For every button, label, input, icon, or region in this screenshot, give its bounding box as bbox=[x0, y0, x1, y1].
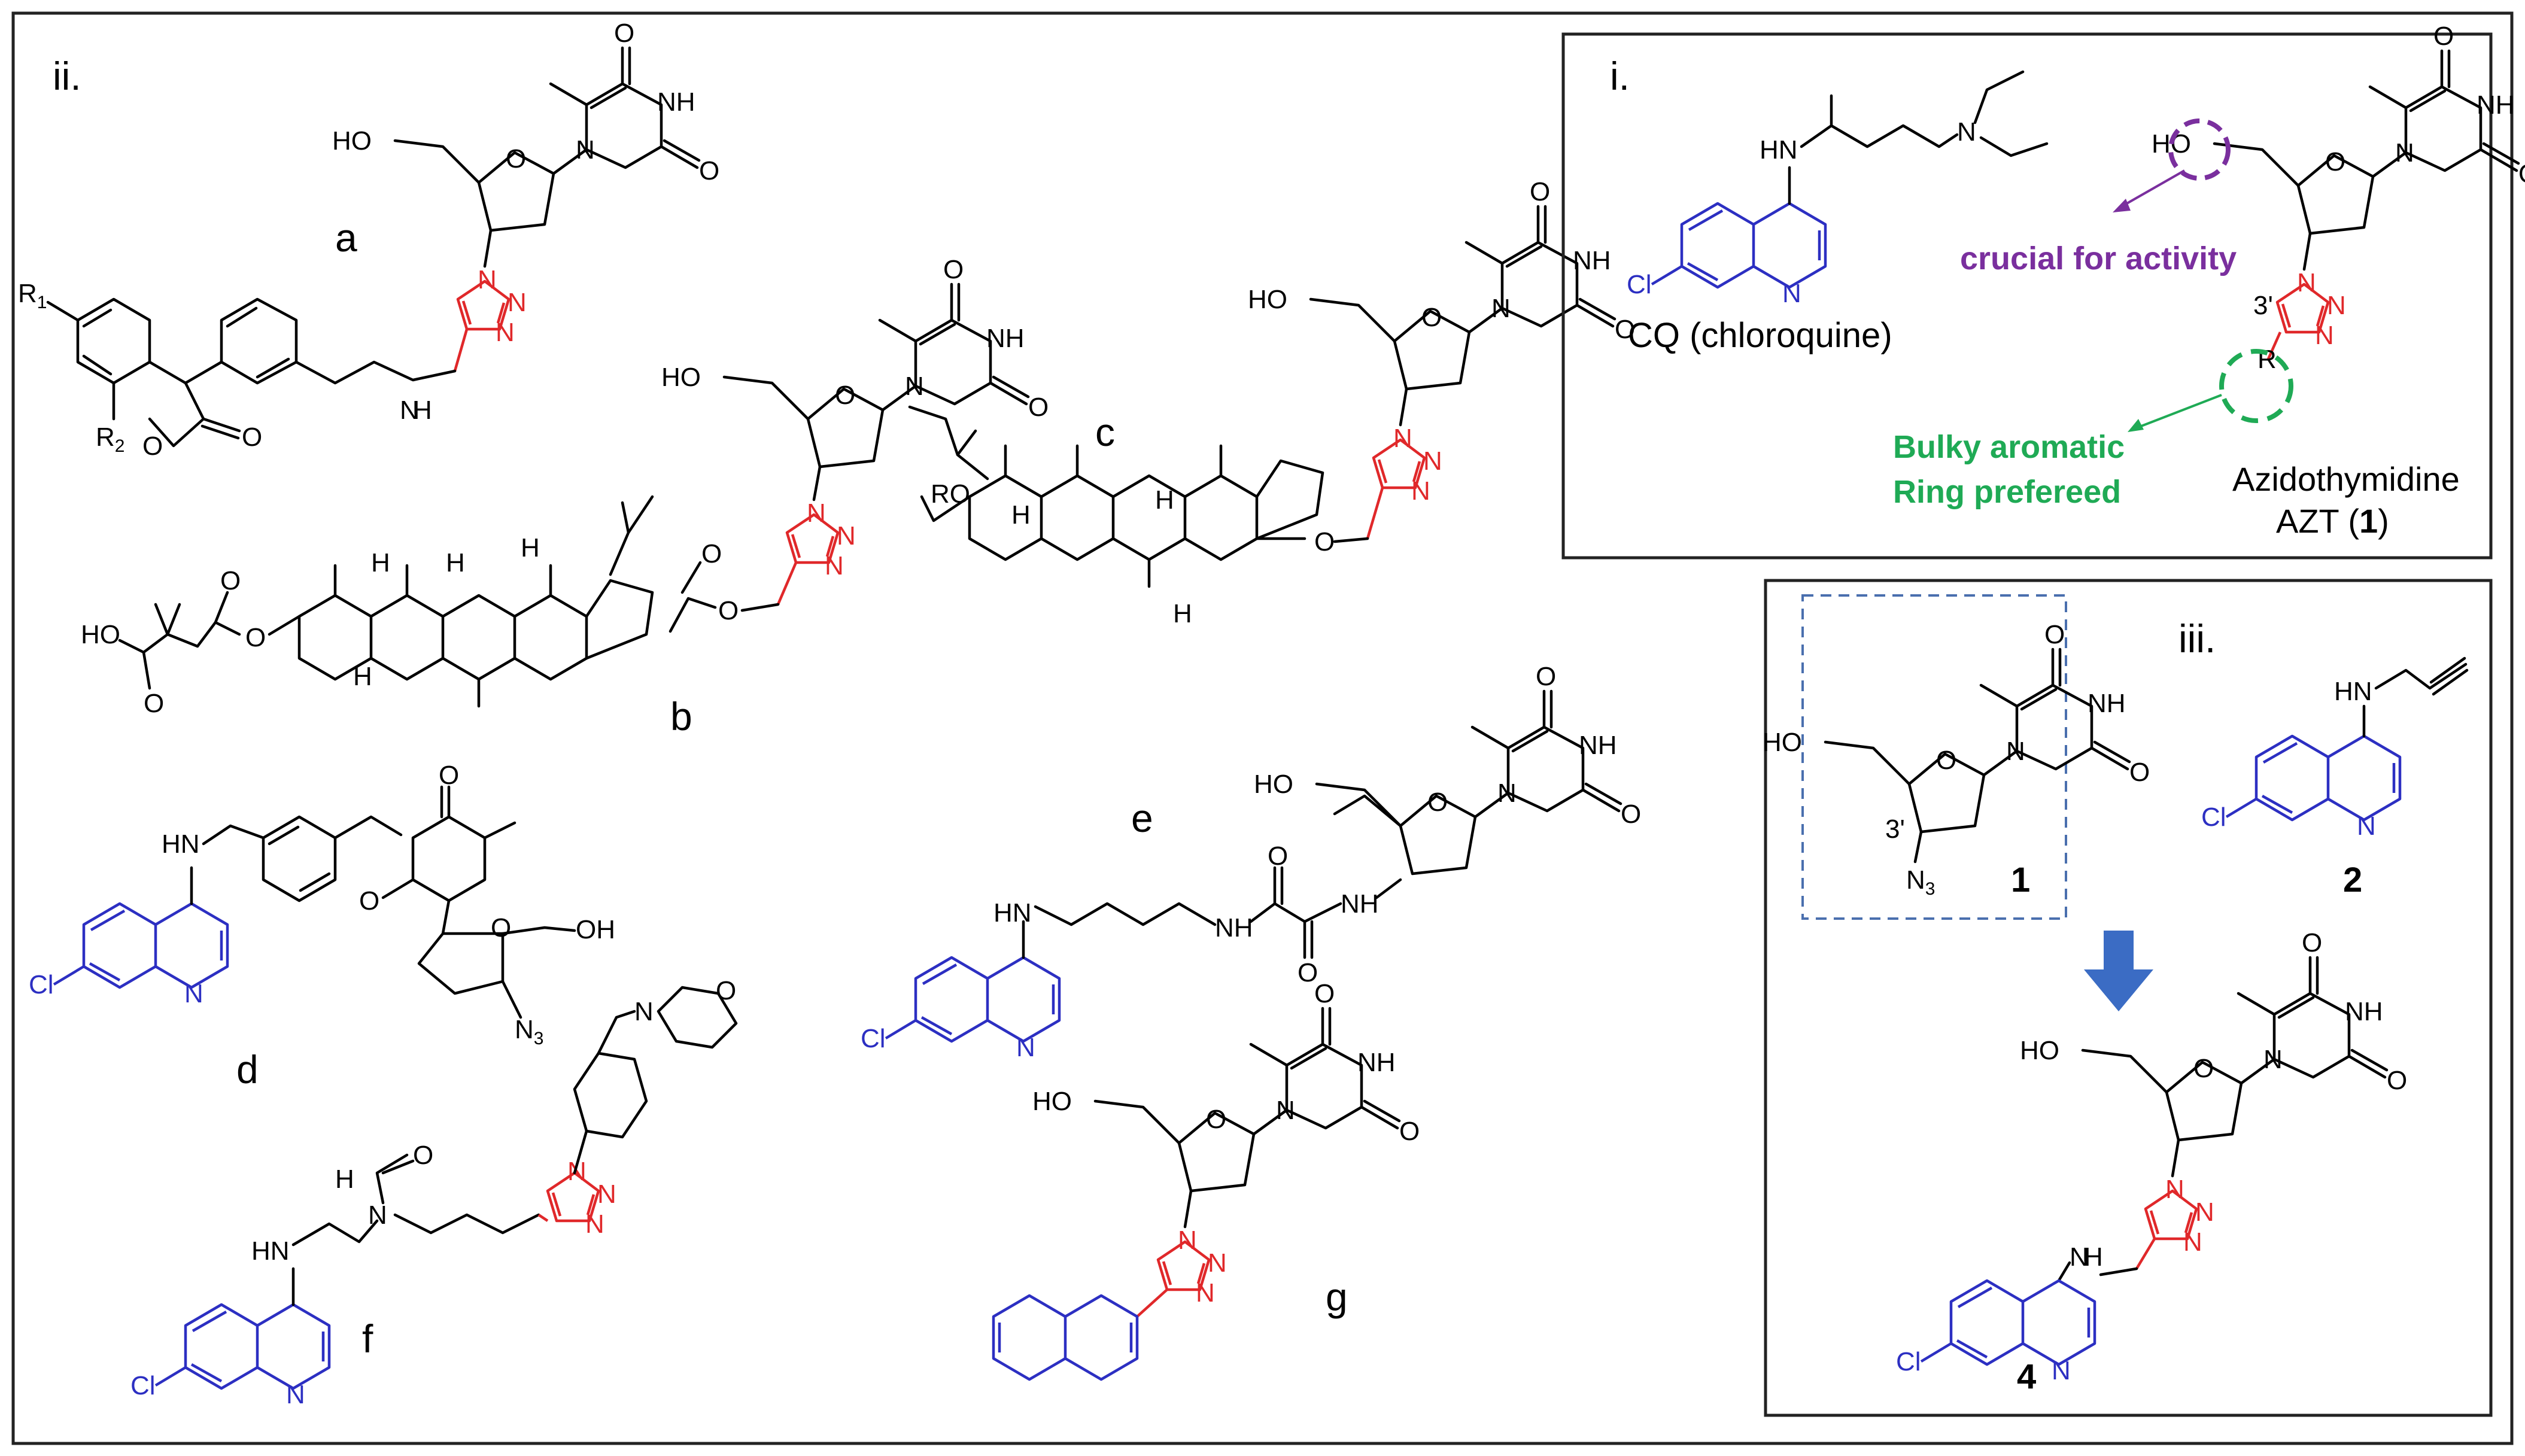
atom-label: O bbox=[491, 913, 511, 943]
compound-f: HN N H O N O bbox=[130, 976, 738, 1409]
atom-label: O bbox=[413, 1141, 433, 1170]
cq-caption: CQ (chloroquine) bbox=[1628, 316, 1892, 355]
highlight-circle-hydroxyl bbox=[2168, 118, 2231, 181]
compound-b: O O O O HO O H H H H bbox=[81, 255, 1049, 718]
atom-label: H bbox=[2084, 1242, 2103, 1272]
propargyl-amine-structure-2: HN bbox=[2201, 656, 2469, 841]
atom-label: H bbox=[521, 533, 540, 563]
azt-structure-1: N3 3' bbox=[1763, 620, 2150, 899]
compound-label-a: a bbox=[335, 215, 357, 260]
compound-g bbox=[992, 979, 1420, 1381]
atom-label: HN bbox=[1760, 135, 1798, 165]
bulky-note-line-1: Bulky aromatic bbox=[1893, 429, 2125, 465]
atom-label: N bbox=[400, 396, 419, 425]
panel-label-iii: iii. bbox=[2178, 616, 2216, 661]
arrow-bulky bbox=[2136, 394, 2222, 429]
arrow-crucial bbox=[2121, 169, 2185, 208]
atom-label: H bbox=[1155, 485, 1174, 515]
atom-label: RO bbox=[931, 479, 970, 509]
atom-label: O bbox=[701, 539, 722, 569]
azt-caption-line-1: Azidothymidine bbox=[2232, 460, 2460, 498]
atom-label: HN bbox=[251, 1236, 290, 1266]
atom-label: O bbox=[718, 596, 739, 625]
panel-label-ii: ii. bbox=[53, 54, 81, 98]
atom-label: H bbox=[335, 1165, 354, 1194]
atom-label: 3' bbox=[1885, 814, 1905, 844]
atom-label: HO bbox=[81, 620, 120, 649]
compound-label-b: b bbox=[670, 694, 692, 738]
atom-label: N bbox=[634, 997, 654, 1026]
atom-label: NH bbox=[1215, 913, 1253, 943]
atom-label: O bbox=[716, 976, 736, 1005]
compound-label-d: d bbox=[236, 1047, 259, 1092]
panel-i-frame bbox=[1561, 32, 2493, 560]
atom-label: H bbox=[353, 662, 372, 691]
compound-label-f: f bbox=[362, 1317, 373, 1361]
atom-label: H bbox=[371, 548, 390, 577]
compound-label-c: c bbox=[1095, 410, 1115, 454]
atom-label: N3 bbox=[1906, 865, 1935, 899]
atom-label: HN bbox=[162, 829, 200, 859]
atom-label: O bbox=[242, 422, 262, 452]
atom-label: O bbox=[359, 886, 379, 916]
atom-label: R bbox=[2257, 345, 2277, 374]
atom-label: R1 bbox=[18, 279, 47, 312]
azt-structure: R 3' bbox=[2152, 22, 2525, 374]
atom-label: N3 bbox=[515, 1015, 543, 1048]
atom-label: NH bbox=[1341, 889, 1379, 919]
arrowhead-bulky bbox=[2128, 419, 2144, 432]
atom-label: H bbox=[1011, 500, 1031, 530]
dashed-box-azt bbox=[1801, 594, 2067, 920]
compound-4-structure: N H bbox=[1896, 928, 2407, 1385]
atom-label: O bbox=[220, 566, 241, 595]
compound-number-2: 2 bbox=[2343, 861, 2362, 899]
atom-label: O bbox=[1314, 527, 1335, 557]
atom-label: OH bbox=[576, 915, 615, 944]
highlight-circle-r-group bbox=[2219, 349, 2293, 423]
atom-label: O bbox=[142, 431, 163, 461]
panel-label-i: i. bbox=[1610, 54, 1630, 98]
bulky-note-line-2: Ring prefereed bbox=[1893, 474, 2121, 510]
azt-caption-line-2: AZT (1) bbox=[2276, 502, 2389, 540]
compound-number-4: 4 bbox=[2017, 1357, 2036, 1396]
compound-d: HN O O O OH N3 bbox=[29, 761, 615, 1048]
compound-number-1: 1 bbox=[2011, 861, 2030, 899]
crucial-note: crucial for activity bbox=[1960, 241, 2237, 276]
chloroquine-structure: HN N bbox=[1627, 70, 2049, 308]
panel-iii-frame bbox=[1764, 579, 2493, 1417]
atom-label: HN bbox=[2334, 677, 2372, 706]
atom-label: O bbox=[245, 623, 266, 652]
reaction-arrow bbox=[2084, 931, 2153, 1011]
atom-label: H bbox=[413, 396, 432, 425]
atom-label: H bbox=[446, 548, 465, 577]
arrowhead-crucial bbox=[2113, 199, 2131, 212]
atom-label: N bbox=[2070, 1242, 2089, 1272]
atom-label: O bbox=[1268, 841, 1288, 871]
compound-a: N H O O R1 R2 bbox=[18, 19, 719, 461]
compound-c: O RO H H H bbox=[908, 177, 1635, 628]
atom-label: HN bbox=[993, 898, 1032, 928]
compound-label-g: g bbox=[1326, 1275, 1348, 1319]
atom-label: O bbox=[144, 689, 164, 718]
compound-e: HN NH O O NH bbox=[861, 662, 1641, 1062]
atom-label: O bbox=[439, 761, 459, 790]
atom-label: N bbox=[368, 1200, 387, 1230]
atom-label: N bbox=[1957, 117, 1976, 147]
atom-label: H bbox=[1173, 599, 1192, 628]
atom-label: R2 bbox=[96, 422, 124, 456]
outer-frame bbox=[11, 11, 2514, 1445]
compound-label-e: e bbox=[1131, 796, 1153, 840]
atom-label: 3' bbox=[2253, 291, 2273, 320]
